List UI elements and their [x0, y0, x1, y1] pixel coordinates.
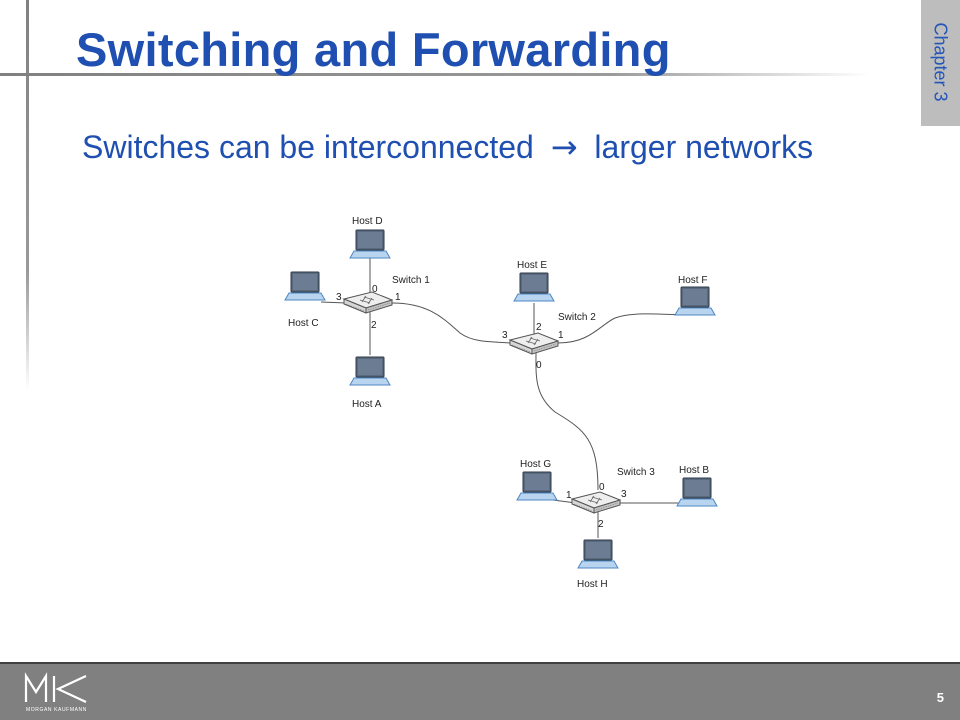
switch-2-label: Switch 2: [558, 312, 596, 323]
host-h-laptop-icon: [577, 539, 619, 569]
chapter-tab: [921, 0, 960, 126]
switch-3-port-3: 3: [621, 489, 627, 500]
switch-1-port-2: 2: [371, 320, 377, 331]
switch-1-port-0: 0: [372, 284, 378, 295]
slide-subtitle: Switches can be interconnected → larger …: [82, 128, 813, 166]
switch-2-device: [509, 332, 559, 355]
link-switch1-switch2: [391, 302, 513, 344]
link-switch2-switch3: [535, 351, 599, 491]
switch-2-port-3: 3: [502, 330, 508, 341]
host-d-label: Host D: [352, 216, 383, 227]
switch-1-port-3: 3: [336, 292, 342, 303]
host-a-label: Host A: [352, 399, 382, 410]
right-arrow-icon: →: [550, 128, 578, 166]
publisher-logo: MORGAN KAUFMANN: [24, 672, 87, 713]
switch-3-port-2: 2: [598, 519, 604, 530]
host-e-laptop-icon: [513, 272, 555, 302]
switch-2-port-2: 2: [536, 322, 542, 333]
host-f-label: Host F: [678, 275, 707, 286]
host-a-laptop-icon: [349, 356, 391, 386]
host-g-laptop-icon: [516, 471, 558, 501]
switch-1-port-1: 1: [395, 292, 401, 303]
switch-3-device: [571, 491, 621, 514]
switch-1-label: Switch 1: [392, 275, 430, 286]
host-h-label: Host H: [577, 579, 608, 590]
host-e-label: Host E: [517, 260, 547, 271]
switch-1-device: [343, 291, 393, 314]
subtitle-text-after: larger networks: [594, 129, 814, 165]
host-g-label: Host G: [520, 459, 551, 470]
subtitle-text-before: Switches can be interconnected: [82, 129, 534, 165]
slide-title: Switching and Forwarding: [76, 23, 671, 76]
footer-bar: [0, 662, 960, 720]
page-number: 5: [936, 690, 944, 705]
host-c-label: Host C: [288, 318, 319, 329]
horizontal-rule: [0, 73, 870, 76]
host-c-laptop-icon: [284, 271, 326, 301]
host-f-laptop-icon: [674, 286, 716, 316]
host-b-laptop-icon: [676, 477, 718, 507]
svg-text:MORGAN KAUFMANN: MORGAN KAUFMANN: [26, 707, 87, 713]
switch-3-port-0: 0: [599, 482, 605, 493]
vertical-rule: [26, 0, 29, 390]
switch-3-port-1: 1: [566, 490, 572, 501]
switch-2-port-1: 1: [558, 330, 564, 341]
link-switch1-hostC: [320, 301, 347, 304]
switch-2-port-0: 0: [536, 360, 542, 371]
host-b-label: Host B: [679, 465, 709, 476]
switch-3-label: Switch 3: [617, 467, 655, 478]
host-d-laptop-icon: [349, 229, 391, 259]
link-switch2-hostF: [557, 313, 684, 344]
